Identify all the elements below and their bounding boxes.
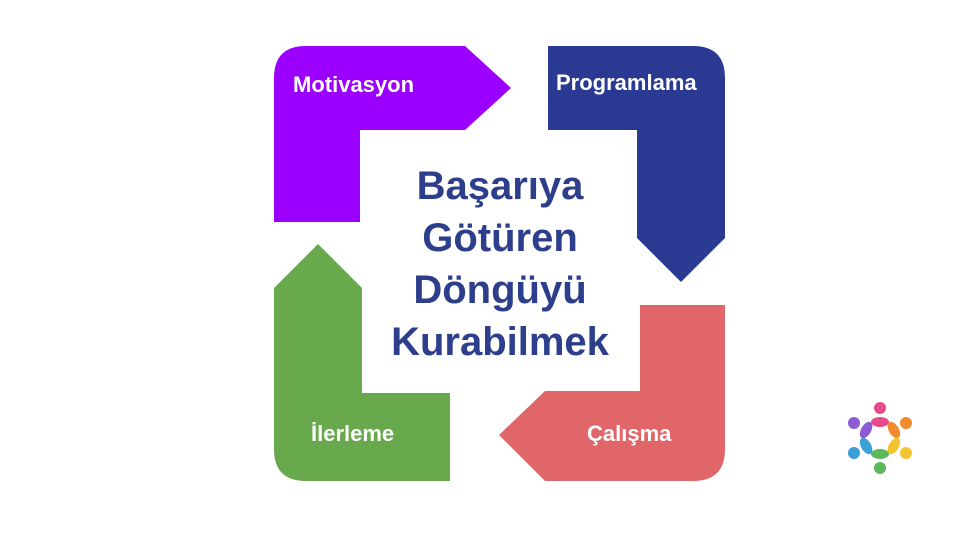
logo-figures	[848, 402, 912, 474]
logo-figure-head	[874, 462, 886, 474]
logo-figure-head	[874, 402, 886, 414]
stage-label-motivasyon: Motivasyon	[293, 72, 415, 97]
logo-figure-body	[871, 417, 889, 427]
center-title: Başarıya Götüren Döngüyü Kurabilmek	[360, 160, 640, 368]
title-line-1: Başarıya	[416, 164, 584, 208]
logo-figure-head	[900, 417, 912, 429]
logo-figure-body	[887, 421, 901, 439]
logo-figure-head	[848, 417, 860, 429]
logo-figure-head	[900, 447, 912, 459]
motivasyon-arrow	[274, 46, 511, 222]
stage-label-ilerleme: İlerleme	[311, 421, 395, 446]
programlama-arrow	[548, 46, 725, 282]
logo-figure-body	[859, 421, 873, 439]
logo-figure-body	[871, 449, 889, 459]
people-circle-logo-icon	[848, 402, 912, 474]
stage-label-programlama: Programlama	[556, 70, 697, 95]
logo-figure-body	[859, 437, 873, 455]
title-line-4: Kurabilmek	[391, 320, 609, 364]
title-line-3: Döngüyü	[413, 268, 587, 312]
stage-label-calisma: Çalışma	[587, 421, 672, 446]
calisma-arrow	[499, 305, 725, 481]
logo-figure-body	[887, 437, 901, 455]
ilerleme-arrow	[274, 244, 450, 481]
logo-figure-head	[848, 447, 860, 459]
title-line-2: Götüren	[422, 216, 578, 260]
